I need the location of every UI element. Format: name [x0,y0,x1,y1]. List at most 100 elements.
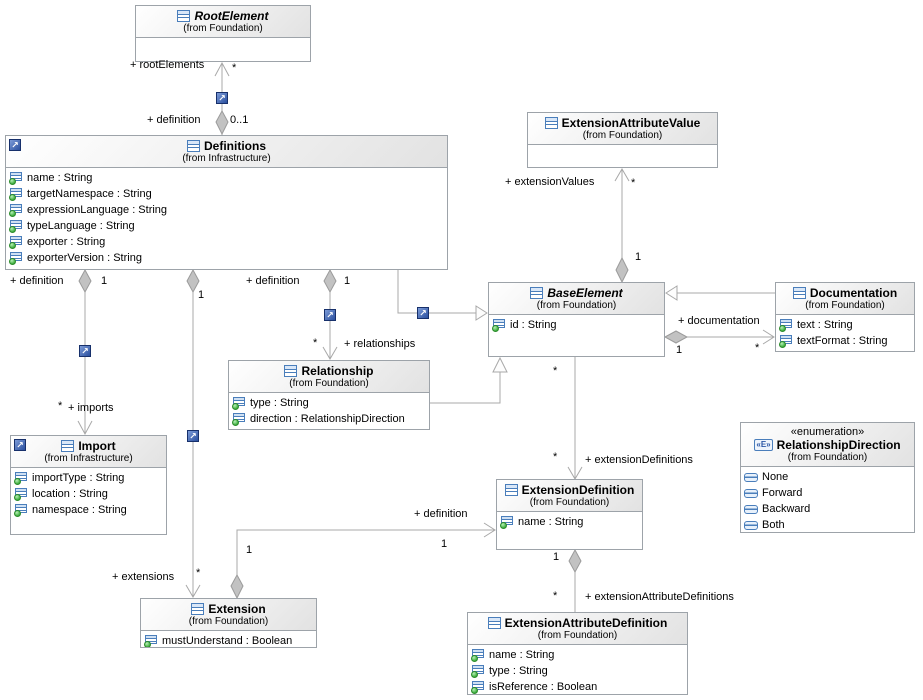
public-attribute-icon [144,634,158,647]
attribute-text: targetNamespace : String [27,188,152,201]
enum-literal-icon [744,520,758,530]
attribute-text: exporter : String [27,236,106,249]
attribute-row: type : String [232,395,426,411]
enum-literal-row: Forward [744,485,911,501]
edge-generalization-documentation-baseelement [665,285,775,301]
label-extensionvalues-role: + extensionValues [505,176,595,188]
label-extensions-role: + extensions [112,571,175,583]
class-icon [544,117,558,130]
class-package: (from Foundation) [529,497,610,509]
enum-literal-text: Forward [762,487,803,500]
label-documentation-role: + documentation [678,315,760,327]
class-base-element[interactable]: BaseElement(from Foundation)id : String [488,282,665,357]
attribute-row: name : String [500,514,639,530]
class-relationship[interactable]: Relationship(from Foundation) type : Stri… [228,360,430,430]
class-header: «enumeration»«E»RelationshipDirection(fr… [741,423,914,468]
class-title: Documentation [780,286,910,300]
public-attribute-icon [500,515,514,529]
attribute-text: name : String [27,172,93,185]
label-relationships-mult: * [313,337,318,349]
class-extension[interactable]: Extension(from Foundation)mustUnderstand… [140,598,317,648]
navigate-icon[interactable]: ↗ [79,345,91,357]
enum-literal-text: None [762,471,789,484]
class-root-element[interactable]: RootElement(from Foundation) [135,5,311,62]
class-definitions[interactable]: ↗Definitions(from Infrastructure)name : … [5,135,448,270]
label-rootelements-role: + rootElements [130,59,205,71]
class-name: RelationshipDirection [776,438,901,453]
class-name: RootElement [194,9,269,24]
label-extensiondefs-src-mult: * [553,365,558,377]
public-attribute-icon [232,412,246,426]
label-definition-rel-mult: 1 [344,275,351,287]
attributes-compartment: mustUnderstand : Boolean [141,631,316,647]
class-header: Relationship(from Foundation) [229,361,429,394]
class-icon [792,287,806,300]
navigate-icon[interactable]: ↗ [324,309,336,321]
class-name: BaseElement [547,286,623,301]
class-icon [530,287,544,300]
class-name: ExtensionAttributeDefinition [504,616,668,631]
label-extattrdefs-mult: * [553,590,558,602]
edge-extension-extensiondefinition [230,522,496,600]
navigate-icon[interactable]: ↗ [216,92,228,104]
class-title: «E»RelationshipDirection [745,438,910,452]
class-icon [187,140,200,153]
class-title: ExtensionDefinition [501,483,638,497]
class-package: (from Infrastructure) [182,153,271,165]
attributes-compartment [136,38,310,61]
attribute-row: isReference : Boolean [471,679,684,694]
attribute-row: id : String [492,317,661,333]
class-header: BaseElement(from Foundation) [489,283,664,316]
public-attribute-icon [14,487,28,501]
public-attribute-icon [9,235,23,249]
class-title: RootElement [140,9,306,23]
label-extattrdefs-role: + extensionAttributeDefinitions [585,591,734,603]
label-documentation-mult: * [755,342,760,354]
enum-literal-row: None [744,469,911,485]
attribute-row: namespace : String [14,502,163,518]
class-relationship-direction[interactable]: «enumeration»«E»RelationshipDirection(fr… [740,422,915,533]
label-extensiondefs-mult: * [553,451,558,463]
label-definition-rel-role: + definition [246,275,300,287]
class-import[interactable]: ↗Import(from Infrastructure)importType :… [10,435,167,535]
class-title: ExtensionAttributeValue [532,116,713,130]
attribute-text: name : String [489,649,555,662]
class-name: Extension [208,602,266,617]
attribute-row: location : String [14,486,163,502]
attribute-text: location : String [32,488,108,501]
attribute-row: exporterVersion : String [9,250,444,266]
enum-literal-text: Both [762,519,785,532]
class-title: BaseElement [493,286,660,300]
class-extension-attribute-definition[interactable]: ExtensionAttributeDefinition(from Founda… [467,612,688,695]
class-name: ExtensionAttributeValue [561,116,701,131]
label-definition-root-role: + definition [147,114,201,126]
attribute-text: type : String [250,397,309,410]
navigate-icon[interactable]: ↗ [187,430,199,442]
label-extensiondefs-role: + extensionDefinitions [585,454,693,466]
attribute-text: exporterVersion : String [27,252,142,265]
class-name: Import [78,439,116,454]
class-header: RootElement(from Foundation) [136,6,310,39]
class-extension-definition[interactable]: ExtensionDefinition(from Foundation)name… [496,479,643,550]
enumeration-icon: «E» [754,439,773,452]
attribute-row: expressionLanguage : String [9,202,444,218]
attribute-row: textFormat : String [779,333,911,349]
edge-generalization-relationship-baseelement [430,356,508,404]
navigate-icon[interactable]: ↗ [14,439,26,451]
label-rootelements-mult: * [232,62,237,74]
navigate-icon[interactable]: ↗ [9,139,21,151]
class-header: ExtensionDefinition(from Foundation) [497,480,642,513]
class-package: (from Foundation) [183,23,263,35]
label-definition-import-mult: 1 [101,275,108,287]
class-documentation[interactable]: Documentation(from Foundation)text : Str… [775,282,915,352]
attribute-text: importType : String [32,472,125,485]
class-name: Relationship [301,364,374,379]
enum-literal-icon [744,488,758,498]
label-imports-role: + imports [68,402,114,414]
navigate-icon[interactable]: ↗ [417,307,429,319]
class-package: (from Foundation) [787,452,868,464]
class-extension-attribute-value[interactable]: ExtensionAttributeValue(from Foundation) [527,112,718,168]
label-relationships-role: + relationships [344,338,416,350]
public-attribute-icon [492,318,506,332]
